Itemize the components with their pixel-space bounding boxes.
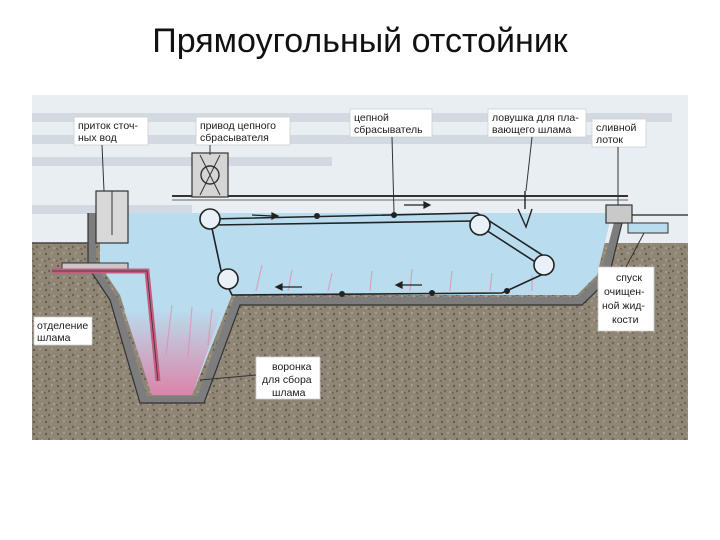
tank-wall [88,213,624,404]
label-outlet-line1: спуск [616,272,642,284]
label-overflow-line2: лоток [596,134,623,146]
label-outlet-line4: кости [612,314,639,326]
label-outlet-line2: очищен- [604,286,645,298]
label-inflow-line1: приток сточ- [78,120,138,132]
label-sludge-removal-line1: отделение [37,320,88,332]
sludge-fill [124,310,222,395]
label-hopper-line3: шлама [272,387,306,399]
outlet-pipe [627,222,669,234]
slide-title: Прямоугольный отстойник [152,22,568,60]
label-inflow: приток сточ- ных вод [73,116,149,192]
label-chain-drive-line2: сбрасывателя [200,132,269,144]
label-sludge-removal-line2: шлама [37,332,71,344]
label-scum-trap: ловушка для пла- вающего шлама [487,108,587,192]
label-overflow-trough: сливной лоток [591,118,647,205]
label-clarified-outlet: спуск очищен- ной жид- кости [597,232,655,332]
label-overflow-line1: сливной [596,122,636,134]
settling-tank-diagram: приток сточ- ных вод привод цепного сбра… [32,95,688,440]
label-hopper-line2: для сбора [262,374,312,386]
label-scum-trap-line1: ловушка для пла- [492,112,579,124]
flow-arrows [251,201,432,291]
label-chain-drive-line1: привод цепного [200,120,276,132]
scum-trap [517,191,533,229]
label-outlet-line3: ной жид- [602,300,645,312]
label-sludge-removal: отделение шлама [33,316,93,346]
scraper-flights [314,212,510,297]
overflow-trough [605,204,633,224]
label-scum-trap-line2: вающего шлама [492,124,572,136]
label-hopper-line1: воронка [272,361,312,373]
sludge-streaks [165,264,533,358]
label-inflow-line2: ных вод [78,132,117,144]
label-chain-drive: привод цепного сбрасывателя [195,116,291,155]
tank-water [100,213,612,395]
chain-sprockets [199,208,555,290]
label-sludge-hopper: воронка для сбора шлама [199,356,321,400]
chain-drive-unit [191,152,229,198]
label-chain-scraper-line2: сбрасыватель [354,124,423,136]
label-chain-scraper-line1: цепной [354,112,389,124]
label-chain-scraper: цепной сбрасыватель [349,108,433,214]
